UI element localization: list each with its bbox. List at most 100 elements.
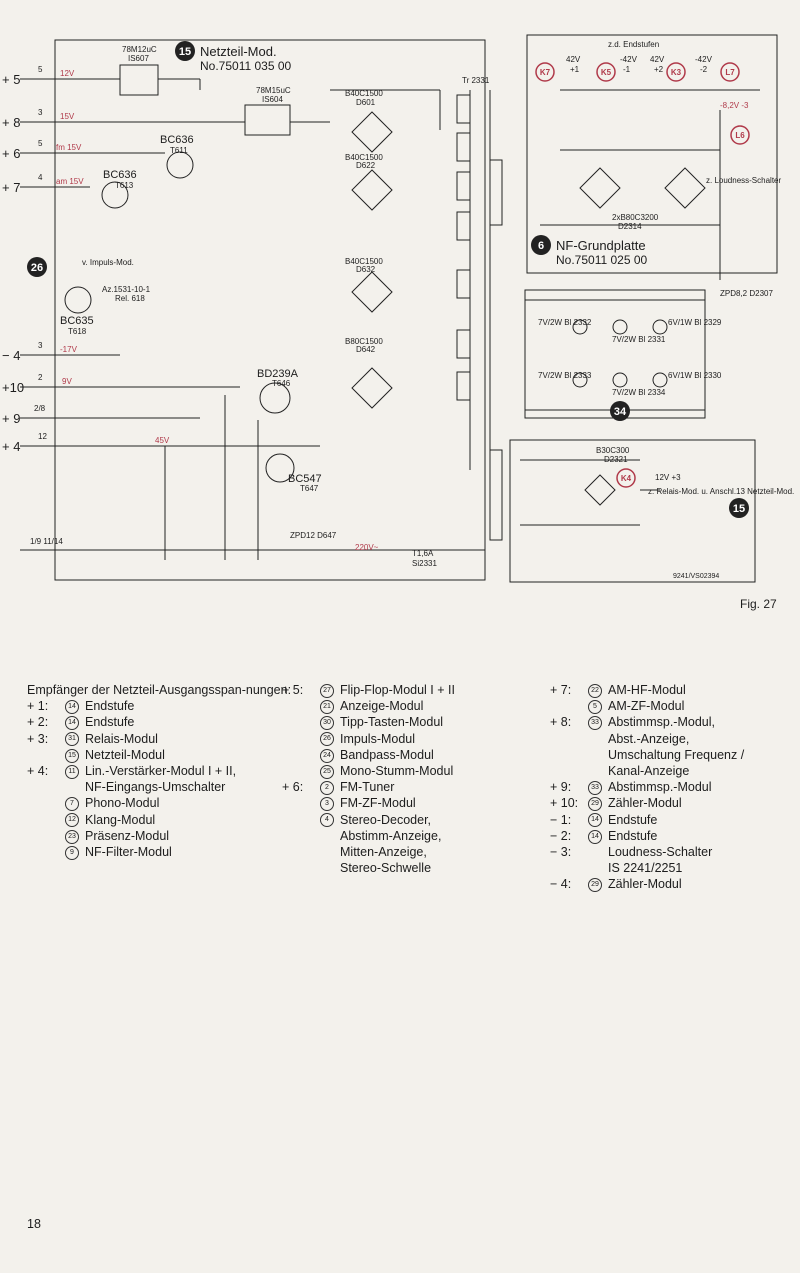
tag-l7 xyxy=(720,62,740,82)
legend-key xyxy=(282,731,320,747)
legend-row: Kanal-Anzeige xyxy=(550,763,790,779)
legend-text: Abst.-Anzeige, xyxy=(608,731,690,746)
module-circle-icon: 14 xyxy=(588,828,602,844)
module-circle-icon: 29 xyxy=(588,795,602,812)
document-number: 9241/VS02394 xyxy=(673,573,719,580)
module-circle-icon: 27 xyxy=(320,682,334,698)
lamp-label: 7V/2W Bl 2334 xyxy=(612,388,666,397)
rail-volt: 9V xyxy=(62,377,72,386)
badge-15 xyxy=(175,41,195,61)
legend-text: Netzteil-Modul xyxy=(85,747,165,762)
fuse-ref: Si2331 xyxy=(412,559,437,568)
legend-key: + 1: xyxy=(27,699,49,714)
module-number: 4 xyxy=(320,813,334,828)
module-number: 14 xyxy=(65,699,79,714)
module-number: 12 xyxy=(65,813,79,828)
legend-text: IS 2241/2251 xyxy=(608,861,683,876)
schematic-diagram: 15 6 26 34 15 Netzteil-Mod. No.75011 035… xyxy=(2,34,794,583)
module-circle-icon: 12 xyxy=(65,812,79,828)
rail-volt: 45V xyxy=(155,436,170,445)
rect-d2314-ref: D2314 xyxy=(618,222,642,231)
legend-key xyxy=(282,844,320,860)
endstufen-label: z.d. Endstufen xyxy=(608,40,659,49)
legend-text: NF-Eingangs-Umschalter xyxy=(85,780,226,795)
module-circle-icon xyxy=(588,747,602,761)
legend-key xyxy=(27,844,65,860)
rect-d632-ref: D632 xyxy=(356,265,376,274)
legend-text: FM-ZF-Modul xyxy=(340,796,416,811)
module-number: 29 xyxy=(588,878,602,893)
badge-34-text: 34 xyxy=(614,406,627,418)
lamp-label: 6V/1W Bl 2329 xyxy=(668,318,722,327)
out-volt: 42V xyxy=(566,55,581,64)
rail-plus9: + 9 xyxy=(2,411,20,426)
legend-key: + 3: xyxy=(27,731,49,746)
lamp-board-frame xyxy=(524,289,706,419)
legend-text: Abstimmsp.-Modul xyxy=(608,780,712,795)
legend-key: − 4: xyxy=(550,877,572,892)
legend-key: + 5: xyxy=(282,683,304,697)
regulator-1-name: 78M12uC xyxy=(122,45,157,54)
rect-d2321-ref: D2321 xyxy=(604,455,628,464)
module-circle-icon: 7 xyxy=(65,795,79,812)
legend-text: FM-Tuner xyxy=(340,780,395,795)
tag-k7 xyxy=(535,62,555,82)
legend-text: Mono-Stumm-Modul xyxy=(340,764,454,779)
power-module-title: Netzteil-Mod. xyxy=(200,44,277,59)
legend-row: Umschaltung Frequenz / xyxy=(550,747,790,763)
module-circle-icon: 14 xyxy=(65,698,79,714)
module-circle-icon: 14 xyxy=(65,714,79,731)
rail-volt: -17V xyxy=(60,345,78,354)
legend-text: AM-HF-Modul xyxy=(608,683,686,697)
relais-label: z. Relais-Mod. u. Anschl.13 Netzteil-Mod… xyxy=(648,487,794,496)
module-circle-icon: 15 xyxy=(65,747,79,763)
legend-text: Endstufe xyxy=(608,812,658,827)
rect-d601-ref: D601 xyxy=(356,98,376,107)
pin-label: 2 xyxy=(38,373,43,382)
bottom-pin-label: 1/9 11/14 xyxy=(30,537,63,546)
legend-row: 4 Stereo-Decoder, xyxy=(282,812,532,828)
legend-text: Tipp-Tasten-Modul xyxy=(340,715,444,730)
pin-label: 5 xyxy=(38,139,43,148)
legend-text: Präsenz-Modul xyxy=(85,828,170,843)
tag-k4-text: K4 xyxy=(621,474,632,483)
regulator-1-ref: IS607 xyxy=(128,54,149,63)
legend-text: Kanal-Anzeige xyxy=(608,764,690,779)
rail-volt: 15V xyxy=(60,112,75,121)
legend-row: Stereo-Schwelle xyxy=(282,860,532,876)
module-circle-icon xyxy=(320,860,334,874)
legend-key xyxy=(282,714,320,730)
tag-k7-text: K7 xyxy=(540,68,551,77)
legend-text: Anzeige-Modul xyxy=(340,699,424,714)
out-volt: -42V xyxy=(620,55,638,64)
tag-l7-text: L7 xyxy=(725,68,735,77)
transistor-t646-ref: T646 xyxy=(272,379,291,388)
badge-26 xyxy=(27,257,47,277)
out-volt: -42V xyxy=(695,55,713,64)
tag-k3 xyxy=(666,62,686,82)
legend-text: Abstimm-Anzeige, xyxy=(340,828,442,843)
relay-ref: Rel. 618 xyxy=(115,294,145,303)
legend-row: NF-Eingangs-Umschalter xyxy=(27,779,297,795)
zener-d647-label: ZPD12 D647 xyxy=(290,531,337,540)
legend-key xyxy=(550,763,588,779)
legend-key xyxy=(282,698,320,714)
legend-key xyxy=(282,812,320,828)
legend-row: IS 2241/2251 xyxy=(550,860,790,876)
module-circle-icon: 25 xyxy=(320,763,334,779)
module-number: 14 xyxy=(588,813,602,828)
legend-key xyxy=(27,828,65,844)
module-circle-icon: 26 xyxy=(320,731,334,747)
module-circle-icon: 31 xyxy=(65,731,79,747)
module-circle-icon: 33 xyxy=(588,714,602,731)
legend-intro: Empfänger der Netzteil-Ausgangsspan-nung… xyxy=(27,683,292,697)
legend-text: Stereo-Decoder, xyxy=(340,812,432,827)
